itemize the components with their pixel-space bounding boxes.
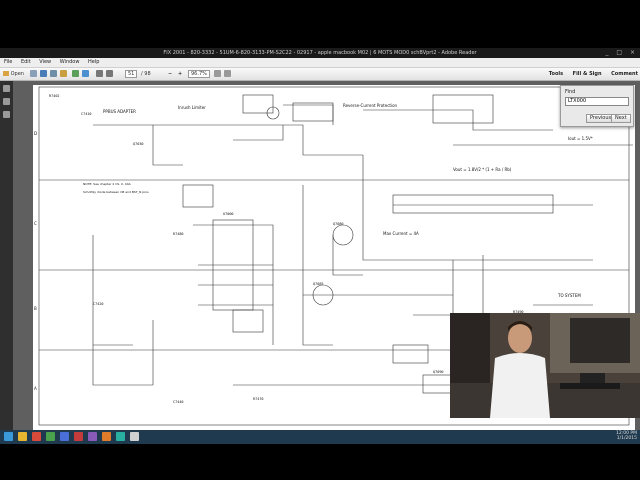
navigation-pane bbox=[0, 81, 13, 430]
window-titlebar: FIX 2001 - 820-3332 - 51UM-6-820-3133-PM… bbox=[0, 48, 640, 58]
svg-text:U7000: U7000 bbox=[223, 212, 234, 216]
svg-text:Q7090: Q7090 bbox=[433, 370, 444, 374]
create-pdf-icon[interactable] bbox=[30, 70, 37, 77]
adobe-reader-window: FIX 2001 - 820-3332 - 51UM-6-820-3133-PM… bbox=[0, 48, 640, 430]
svg-text:R7402: R7402 bbox=[49, 94, 60, 98]
menu-file[interactable]: File bbox=[4, 59, 13, 65]
menu-window[interactable]: Window bbox=[59, 59, 80, 65]
zoom-level-select[interactable]: 96.7% bbox=[188, 70, 210, 78]
inrush-limiter-label: Inrush Limiter bbox=[178, 105, 206, 110]
row-label-a: A bbox=[34, 386, 37, 391]
app-icon-1[interactable] bbox=[32, 432, 41, 441]
reverse-current-label: Reverse-Current Protection bbox=[343, 103, 398, 108]
windows-taskbar: 12:00 PM 1/1/2015 bbox=[0, 430, 640, 444]
app-icon-6[interactable] bbox=[116, 432, 125, 441]
svg-text:Q7030: Q7030 bbox=[133, 142, 144, 146]
vout-formula-label: Vout = 1.8V/2 * (1 + Ra / Rb) bbox=[453, 167, 512, 172]
app-icon-4[interactable] bbox=[88, 432, 97, 441]
right-pane-links: Tools Fill & Sign Comment bbox=[541, 70, 638, 78]
open-button[interactable]: Open bbox=[3, 70, 24, 78]
webcam-overlay bbox=[450, 313, 640, 418]
window-controls[interactable]: _ □ × bbox=[605, 49, 638, 56]
svg-text:C7410: C7410 bbox=[81, 112, 92, 116]
find-panel: Find LTX000 Previous Next bbox=[560, 85, 634, 127]
svg-text:Q7085: Q7085 bbox=[313, 282, 324, 286]
fit-page-icon[interactable] bbox=[214, 70, 221, 77]
fill-sign-link[interactable]: Fill & Sign bbox=[572, 71, 602, 77]
find-input[interactable]: LTX000 bbox=[565, 97, 629, 106]
find-label: Find bbox=[565, 89, 576, 95]
app-icon-7[interactable] bbox=[130, 432, 139, 441]
menu-view[interactable]: View bbox=[39, 59, 52, 65]
folder-icon bbox=[3, 71, 9, 76]
app-icon-3[interactable] bbox=[60, 432, 69, 441]
attachments-icon[interactable] bbox=[3, 111, 10, 118]
svg-text:R7480: R7480 bbox=[173, 232, 184, 236]
adobe-reader-icon[interactable] bbox=[74, 432, 83, 441]
page-up-icon[interactable] bbox=[96, 70, 103, 77]
row-label-b: B bbox=[34, 306, 37, 311]
print-icon[interactable] bbox=[50, 70, 57, 77]
page-total: / 98 bbox=[141, 71, 151, 77]
find-next-button[interactable]: Next bbox=[611, 114, 631, 123]
zoom-in-button[interactable]: + bbox=[178, 71, 183, 77]
bookmarks-icon[interactable] bbox=[3, 98, 10, 105]
forward-icon[interactable] bbox=[82, 70, 89, 77]
svg-text:R7470: R7470 bbox=[253, 397, 264, 401]
webcam-person-image bbox=[450, 313, 640, 418]
read-mode-icon[interactable] bbox=[224, 70, 231, 77]
to-system-label: TO SYSTEM bbox=[557, 293, 581, 298]
tools-link[interactable]: Tools bbox=[548, 71, 564, 77]
menu-bar: File Edit View Window Help bbox=[0, 58, 640, 68]
zoom-out-button[interactable]: − bbox=[168, 71, 173, 77]
window-title: FIX 2001 - 820-3332 - 51UM-6-820-3133-PM… bbox=[163, 50, 477, 56]
system-clock[interactable]: 12:00 PM 1/1/2015 bbox=[616, 431, 637, 441]
page-number-input[interactable]: 51 bbox=[125, 70, 138, 78]
back-icon[interactable] bbox=[72, 70, 79, 77]
row-label-c: C bbox=[34, 221, 37, 226]
save-icon[interactable] bbox=[40, 70, 47, 77]
page-thumbnails-icon[interactable] bbox=[3, 85, 10, 92]
note2-label: Schottky diode between CB and BST_N pins bbox=[83, 190, 149, 194]
max-current-label: Max Current = 4A bbox=[383, 231, 419, 236]
app-icon-5[interactable] bbox=[102, 432, 111, 441]
comment-link[interactable]: Comment bbox=[611, 71, 638, 77]
ppbus-adapter-label: PPBUS ADAPTER bbox=[103, 109, 136, 114]
email-icon[interactable] bbox=[60, 70, 67, 77]
svg-text:R7490: R7490 bbox=[513, 310, 524, 314]
svg-text:Q7080: Q7080 bbox=[333, 222, 344, 226]
explorer-icon[interactable] bbox=[18, 432, 27, 441]
start-icon[interactable] bbox=[4, 432, 13, 441]
menu-edit[interactable]: Edit bbox=[20, 59, 31, 65]
menu-help[interactable]: Help bbox=[88, 59, 100, 65]
main-toolbar: Open 51 / 98 − + 96.7% Tools Fill & Sign… bbox=[0, 68, 640, 81]
note1-label: NOTE: See chapter 2 CS. II. 44A bbox=[83, 182, 132, 186]
page-down-icon[interactable] bbox=[106, 70, 113, 77]
app-icon-2[interactable] bbox=[46, 432, 55, 441]
svg-text:C7440: C7440 bbox=[173, 400, 184, 404]
svg-text:C7420: C7420 bbox=[93, 302, 104, 306]
row-label-d: D bbox=[34, 131, 37, 136]
iout-label: Iout = 1.5V* bbox=[568, 136, 593, 141]
